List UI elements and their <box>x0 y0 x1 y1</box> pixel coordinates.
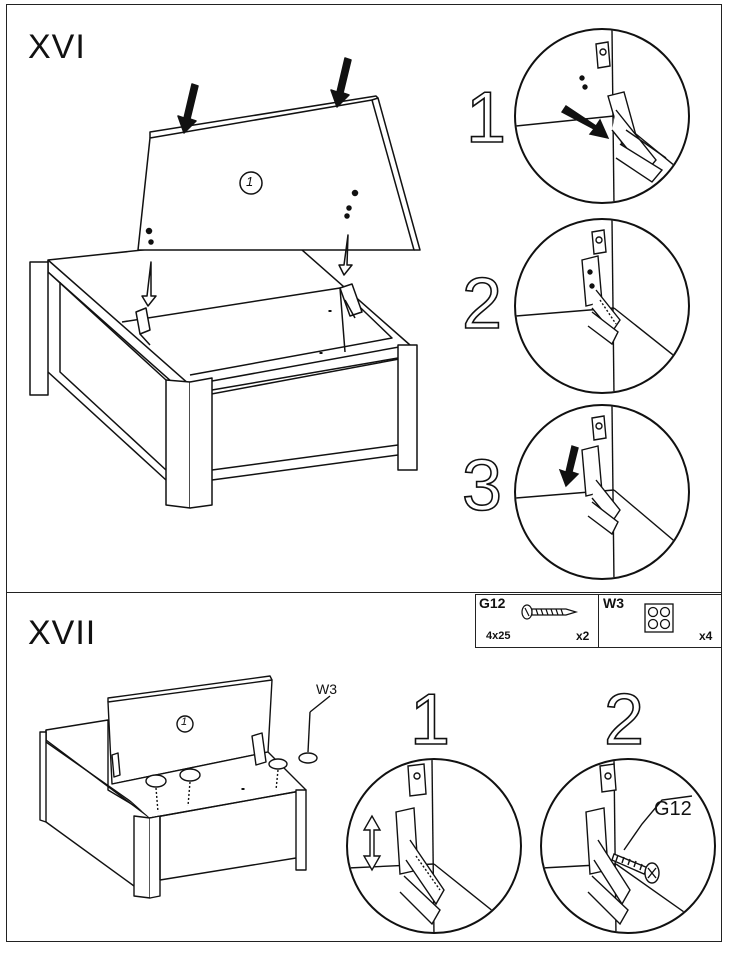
step-17-illustration <box>39 675 331 899</box>
step-16-detail-circle-2 <box>514 218 690 394</box>
step-17-detail-circle-1 <box>346 758 522 934</box>
step-16-detail-circle-1 <box>514 28 690 204</box>
step-16-lid-marker: 1 <box>246 174 254 189</box>
step-16-detail-circle-3 <box>514 404 690 580</box>
step-16-substep-2-number: 2 <box>461 264 503 344</box>
step-17-lid-marker: 1 <box>181 716 188 728</box>
hinge-detail-1 <box>516 30 688 202</box>
section-divider <box>6 592 722 593</box>
felt-pads-icon <box>644 603 674 633</box>
hinge-adjust-detail <box>348 760 520 932</box>
step-16-substep-3-number: 3 <box>461 446 503 526</box>
parts-list-divider <box>598 595 599 647</box>
step-16-illustration <box>29 57 421 509</box>
part-size-g12: 4x25 <box>486 630 511 642</box>
step-16-title: XVI <box>28 28 86 66</box>
hinge-detail-2 <box>516 220 688 392</box>
part-qty-w3: x4 <box>699 629 713 643</box>
step-17-title: XVII <box>28 614 97 652</box>
part-code-g12: G12 <box>479 595 506 611</box>
step-17-detail-circle-2 <box>540 758 716 934</box>
screw-icon <box>521 604 579 620</box>
hinge-detail-3 <box>516 406 688 578</box>
instruction-sheet-frame <box>6 4 722 942</box>
step-17-pad-callout: W3 <box>316 681 337 697</box>
hinge-screw-detail <box>542 760 714 932</box>
step-17-substep-1-number: 1 <box>409 680 451 760</box>
part-code-w3: W3 <box>603 595 624 611</box>
step-17-screw-callout: G12 <box>654 798 692 820</box>
step-16-substep-1-number: 1 <box>465 78 507 158</box>
parts-list <box>475 594 722 648</box>
step-17-substep-2-number: 2 <box>603 680 645 760</box>
part-qty-g12: x2 <box>576 629 590 643</box>
